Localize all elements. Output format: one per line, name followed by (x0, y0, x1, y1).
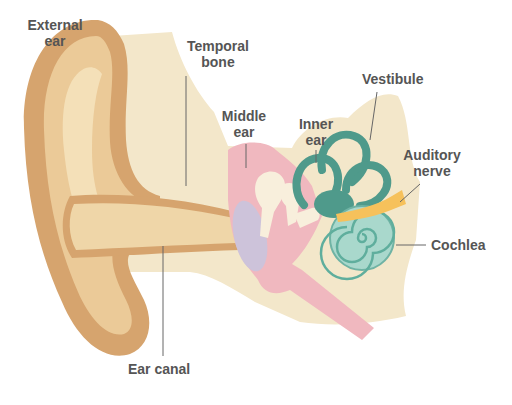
ear-canal (63, 195, 240, 258)
cochlea-spiral (321, 211, 394, 279)
part-label: Vestibule (362, 71, 423, 87)
part-label: Cochlea (431, 237, 485, 253)
part-label: Auditory nerve (394, 147, 470, 179)
part-label: Ear canal (128, 361, 190, 377)
pinna-rim (24, 20, 160, 356)
pinna-inner (44, 36, 150, 335)
part-label: Middle ear (213, 108, 275, 140)
ear-canal-inner (70, 203, 236, 250)
malleus (255, 171, 285, 238)
auditory-nerve (336, 190, 406, 222)
leader-lines (163, 76, 426, 356)
part-label: Inner ear (289, 116, 343, 148)
part-label: Temporal bone (180, 38, 256, 70)
stapes (294, 208, 320, 228)
part-label: External ear (17, 17, 93, 49)
